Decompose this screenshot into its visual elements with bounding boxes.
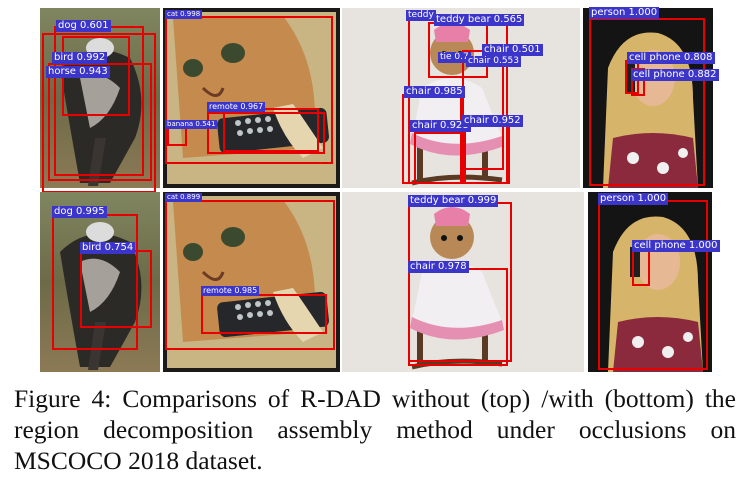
- detection-label: remote 0.967: [207, 102, 266, 112]
- detection-box: [632, 250, 650, 286]
- detection-label: chair 0.928: [410, 120, 471, 132]
- detection-label: teddy bear 0.999: [408, 195, 499, 207]
- photo-panel-dog-bird-bottom: dog 0.995 bird 0.754: [40, 192, 160, 372]
- figure-caption: Figure 4: Comparisons of R-DAD without (…: [14, 384, 736, 475]
- detection-box: [223, 108, 319, 152]
- photo-teddy-chair: [342, 192, 584, 372]
- detection-label: chair 0.952: [462, 115, 523, 127]
- detection-label: bird 0.992: [52, 52, 108, 64]
- detection-label: teddy bear 0.565: [434, 14, 525, 26]
- detection-label: teddy: [406, 10, 436, 21]
- photo-panel-cat-remote-bottom: cat 0.899 remote 0.985: [163, 192, 340, 372]
- detection-box: [589, 18, 705, 186]
- detection-label: person 1.000: [589, 7, 660, 19]
- photo-panel-person-phone-bottom: person 1.000 cell phone 1.000: [588, 192, 720, 372]
- detection-label: chair 0.985: [404, 86, 465, 98]
- detection-box: [408, 268, 508, 366]
- detection-box: [80, 250, 152, 328]
- detection-label: chair 0.553: [466, 56, 521, 67]
- photo-panel-cat-remote-top: cat 0.998 remote 0.967 banana 0.541: [163, 8, 340, 188]
- photo-panel-teddy-chair-bottom: teddy bear 0.999 chair 0.978: [342, 192, 584, 372]
- detection-box: [167, 126, 187, 146]
- detection-label: remote 0.985: [201, 286, 260, 296]
- detection-label: cell phone 1.000: [632, 240, 720, 252]
- detection-label: cell phone 0.882: [631, 69, 719, 81]
- detection-box: [165, 16, 333, 164]
- detection-label: cell phone 0.808: [627, 52, 715, 64]
- detection-label: cat 0.998: [165, 10, 203, 19]
- photo-panel-dog-bird-horse-top: dog 0.601 bird 0.992 horse 0.943: [40, 8, 160, 193]
- detection-box: [165, 200, 335, 350]
- photo-panel-person-phone-top: person 1.000 cell phone 0.808 cell phone…: [583, 7, 719, 188]
- detection-box: [201, 294, 327, 334]
- photo-person-phone: [588, 192, 712, 372]
- detection-label: chair 0.501: [482, 44, 543, 56]
- detection-label: person 1.000: [598, 193, 669, 205]
- detection-label: cat 0.899: [165, 193, 203, 202]
- detection-box: [414, 132, 466, 184]
- detection-box: [48, 63, 152, 181]
- photo-panel-teddy-chair-top: teddy teddy bear 0.565 chair 0.501 tie 0…: [342, 8, 580, 188]
- detection-label: tie 0.7: [438, 52, 471, 63]
- detection-box: [207, 112, 325, 154]
- photo-dog-bird-horse: [40, 8, 160, 188]
- detection-label: horse 0.943: [46, 66, 110, 78]
- detection-label: banana 0.541: [165, 120, 218, 129]
- detection-box: [598, 200, 708, 370]
- detection-label: dog 0.995: [52, 206, 107, 218]
- detection-label: chair 0.978: [408, 261, 469, 273]
- detection-label: bird 0.754: [80, 242, 136, 254]
- detection-label: dog 0.601: [56, 20, 111, 32]
- photo-cat-remote: [163, 192, 340, 372]
